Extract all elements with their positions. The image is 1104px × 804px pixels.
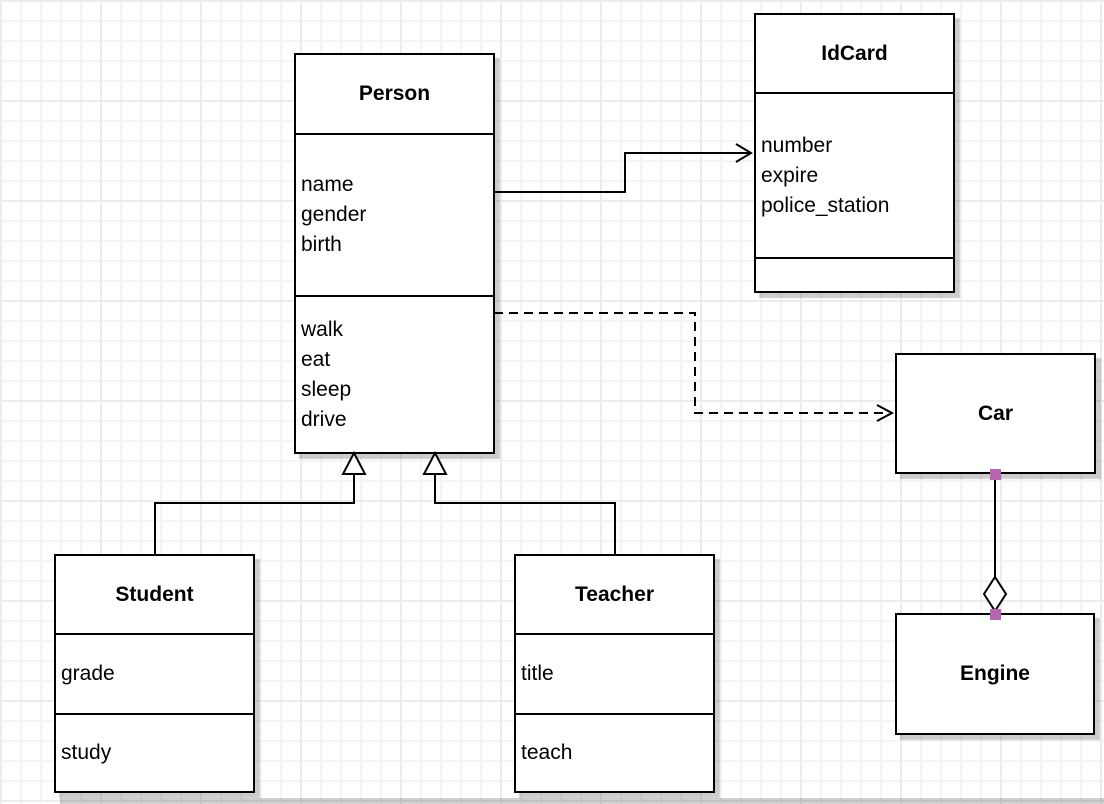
class-car-title: Car bbox=[977, 401, 1014, 425]
connector-car-engine[interactable] bbox=[982, 469, 1008, 620]
method: drive bbox=[301, 407, 347, 431]
method: eat bbox=[301, 347, 331, 371]
class-person-title: Person bbox=[358, 82, 431, 105]
open-arrow-icon bbox=[876, 404, 895, 422]
class-idcard-attributes: number expire police_station bbox=[756, 92, 953, 257]
attribute: expire bbox=[761, 163, 819, 187]
class-student-title: Student bbox=[115, 582, 194, 606]
attribute: gender bbox=[301, 203, 367, 226]
class-car[interactable]: Car bbox=[895, 353, 1096, 474]
connector-person-idcard[interactable] bbox=[494, 143, 753, 193]
class-engine[interactable]: Engine bbox=[895, 613, 1095, 735]
class-student-methods: study bbox=[56, 713, 253, 791]
class-student-attributes: grade bbox=[56, 633, 253, 713]
class-teacher-methods: teach bbox=[516, 713, 713, 791]
page-edge-shadow bbox=[60, 798, 1104, 804]
generalization-triangle-icon bbox=[422, 450, 448, 475]
method: study bbox=[61, 741, 112, 764]
attribute: police_station bbox=[761, 193, 890, 217]
open-arrow-icon bbox=[735, 143, 753, 163]
attribute: name bbox=[301, 173, 354, 196]
class-idcard-title: IdCard bbox=[821, 41, 888, 65]
class-teacher-title: Teacher bbox=[575, 582, 654, 606]
class-idcard[interactable]: IdCard number expire police_station bbox=[754, 13, 955, 293]
attribute: birth bbox=[301, 233, 342, 256]
method: walk bbox=[301, 317, 344, 341]
connector-student-person[interactable] bbox=[154, 450, 367, 554]
connector-person-car[interactable] bbox=[494, 312, 895, 422]
class-teacher[interactable]: Teacher title teach bbox=[514, 554, 715, 793]
connector-teacher-person[interactable] bbox=[422, 450, 616, 554]
class-person-attributes: name gender birth bbox=[296, 133, 493, 295]
class-teacher-attributes: title bbox=[516, 633, 713, 713]
method: teach bbox=[521, 741, 573, 764]
attribute: grade bbox=[61, 662, 115, 685]
class-person[interactable]: Person name gender birth walk eat sleep … bbox=[294, 53, 495, 454]
aggregation-diamond-icon bbox=[982, 575, 1008, 613]
attribute: title bbox=[521, 662, 554, 685]
method: sleep bbox=[301, 377, 352, 401]
generalization-triangle-icon bbox=[341, 450, 367, 475]
class-idcard-methods bbox=[756, 257, 953, 291]
class-person-methods: walk eat sleep drive bbox=[296, 295, 493, 452]
attribute: number bbox=[761, 133, 833, 157]
class-student[interactable]: Student grade study bbox=[54, 554, 255, 793]
class-engine-title: Engine bbox=[959, 662, 1030, 685]
